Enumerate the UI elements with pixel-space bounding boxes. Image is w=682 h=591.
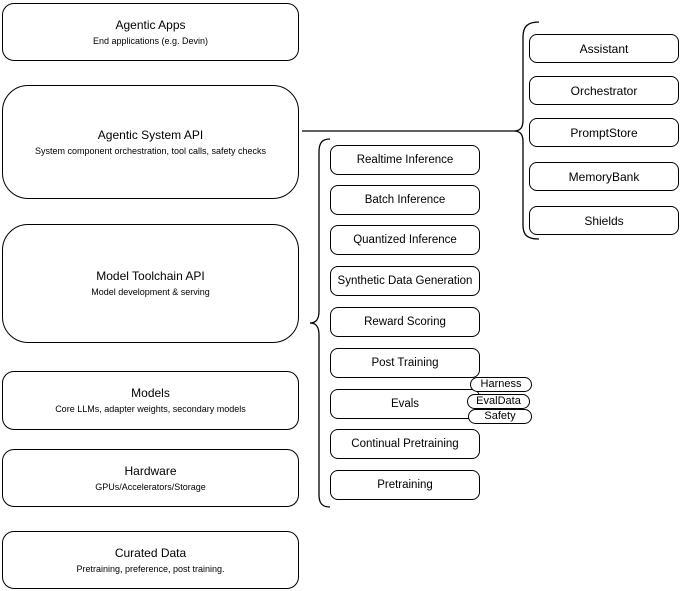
node-label: Orchestrator	[570, 83, 638, 98]
node-promptstore: PromptStore	[529, 118, 679, 147]
node-label: MemoryBank	[568, 169, 640, 184]
node-quantized-inference: Quantized Inference	[330, 225, 480, 255]
node-label: Synthetic Data Generation	[337, 275, 473, 287]
pill-label: Safety	[484, 410, 516, 422]
node-curated-data: Curated Data Pretraining, preference, po…	[2, 531, 299, 589]
node-subtitle: End applications (e.g. Devin)	[92, 35, 209, 46]
node-memorybank: MemoryBank	[529, 162, 679, 191]
node-title: Agentic Apps	[115, 17, 186, 32]
node-subtitle: Pretraining, preference, post training.	[76, 563, 225, 574]
node-subtitle: System component orchestration, tool cal…	[34, 145, 267, 156]
node-reward-scoring: Reward Scoring	[330, 307, 480, 337]
node-models: Models Core LLMs, adapter weights, secon…	[2, 371, 299, 430]
node-pretraining: Pretraining	[330, 470, 480, 500]
node-subtitle: GPUs/Accelerators/Storage	[95, 481, 206, 492]
node-title: Hardware	[124, 463, 177, 478]
node-label: Assistant	[579, 41, 629, 56]
node-title: Agentic System API	[97, 127, 204, 142]
node-post-training: Post Training	[330, 348, 480, 378]
pill-label: Harness	[480, 378, 522, 390]
node-label: Realtime Inference	[356, 154, 454, 166]
node-continual-pretraining: Continual Pretraining	[330, 429, 480, 459]
toolchain-brace	[309, 138, 331, 508]
node-shields: Shields	[529, 206, 679, 235]
pill-harness: Harness	[470, 377, 532, 392]
node-label: Evals	[390, 398, 420, 410]
node-synthetic-data-generation: Synthetic Data Generation	[330, 266, 480, 296]
node-label: Shields	[584, 213, 624, 228]
node-label: PromptStore	[570, 125, 638, 140]
node-title: Curated Data	[114, 545, 187, 560]
node-agentic-system-api: Agentic System API System component orch…	[2, 85, 299, 199]
node-title: Model Toolchain API	[96, 269, 205, 283]
node-label: Quantized Inference	[353, 234, 457, 246]
node-agentic-apps: Agentic Apps End applications (e.g. Devi…	[2, 3, 299, 61]
node-label: Pretraining	[377, 479, 433, 491]
pill-label: EvalData	[476, 395, 521, 407]
node-label: Continual Pretraining	[351, 438, 459, 450]
node-subtitle: Model development & serving	[91, 287, 210, 297]
node-label: Post Training	[371, 357, 439, 369]
node-batch-inference: Batch Inference	[330, 185, 480, 215]
node-label: Reward Scoring	[364, 316, 446, 328]
node-hardware: Hardware GPUs/Accelerators/Storage	[2, 449, 299, 507]
node-assistant: Assistant	[529, 34, 679, 63]
node-evals: Evals	[330, 389, 480, 419]
node-label: Batch Inference	[364, 194, 446, 206]
node-orchestrator: Orchestrator	[529, 76, 679, 105]
pill-evaldata: EvalData	[467, 394, 530, 409]
node-subtitle: Core LLMs, adapter weights, secondary mo…	[55, 404, 246, 414]
node-title: Models	[131, 386, 170, 400]
pill-safety: Safety	[468, 409, 532, 424]
node-model-toolchain-api: Model Toolchain API Model development & …	[2, 224, 299, 343]
node-realtime-inference: Realtime Inference	[330, 145, 480, 175]
